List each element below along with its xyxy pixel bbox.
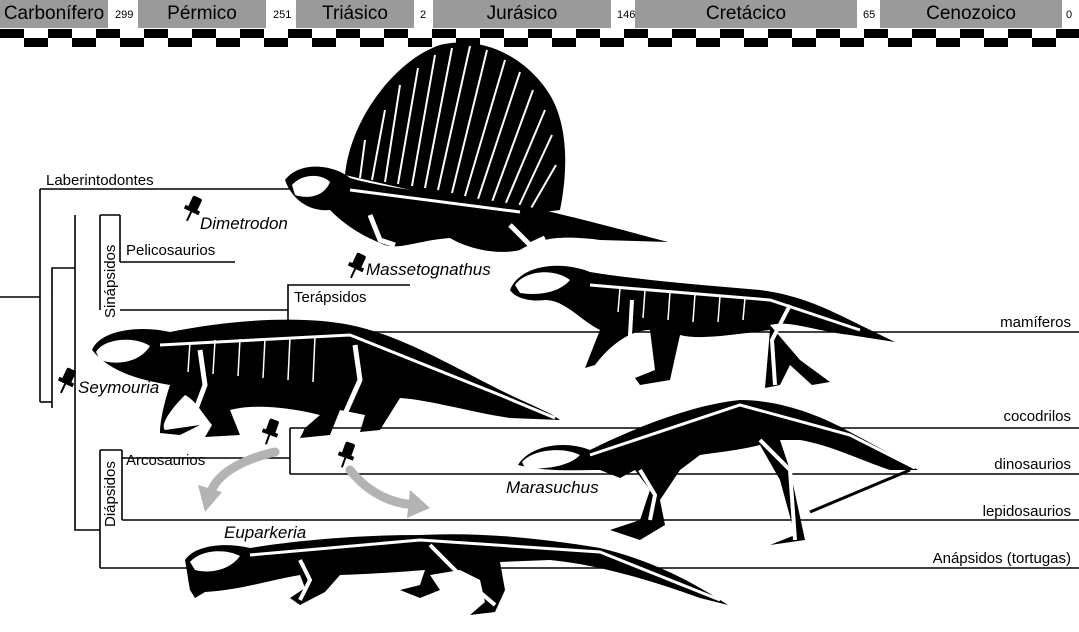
fossil-label-marasuchus: Marasuchus [506, 478, 599, 498]
fossil-label-massetognathus: Massetognathus [366, 260, 491, 280]
checker-cell [840, 38, 864, 47]
checker-cell [120, 38, 144, 47]
checker-cell [696, 38, 720, 47]
checker-cell [312, 38, 336, 47]
checker-cell [528, 29, 552, 38]
checker-cell [432, 29, 456, 38]
checker-cell [552, 38, 576, 47]
marasuchus-skeleton [518, 400, 918, 545]
checker-cell [504, 38, 528, 47]
clade-label-laberintodontes: Laberintodontes [46, 172, 154, 189]
checker-cell [624, 29, 648, 38]
checker-cell [24, 38, 48, 47]
checker-cell [744, 38, 768, 47]
checker-cell [600, 38, 624, 47]
checker-cell [1032, 38, 1056, 47]
checker-cell [936, 38, 960, 47]
checker-cell [960, 29, 984, 38]
clade-label-pelicosaurios: Pelicosaurios [126, 242, 215, 259]
checker-cell [912, 29, 936, 38]
seymouria-skeleton [92, 320, 560, 438]
checker-cell [480, 29, 504, 38]
fossil-label-seymouria: Seymouria [78, 378, 159, 398]
checker-cell [888, 38, 912, 47]
checker-cell [576, 29, 600, 38]
checker-cell [1008, 29, 1032, 38]
terminal-label-anapsidos: Anápsidos (tortugas) [933, 550, 1071, 567]
terminal-label-cocodrilos: cocodrilos [1003, 408, 1071, 425]
clade-label-terapsidos: Terápsidos [294, 289, 367, 306]
checker-cell [816, 29, 840, 38]
checker-cell [216, 38, 240, 47]
checker-cell [96, 29, 120, 38]
checker-cell [240, 29, 264, 38]
checker-strip [0, 28, 1079, 48]
curved-arrow-icon [210, 452, 420, 505]
checker-cell [0, 29, 24, 38]
checker-cell [144, 29, 168, 38]
checker-cell [48, 29, 72, 38]
checker-cell [1056, 29, 1079, 38]
checker-cell [408, 38, 432, 47]
checker-cell [72, 38, 96, 47]
checker-cell [720, 29, 744, 38]
clade-label-diapsidos: Diápsidos [102, 461, 119, 527]
checker-cell [648, 38, 672, 47]
terminal-label-lepidosaurios: lepidosaurios [983, 503, 1071, 520]
checker-cell [384, 29, 408, 38]
checker-cell [792, 38, 816, 47]
fossil-label-dimetrodon: Dimetrodon [200, 214, 288, 234]
dimetrodon-skeleton [285, 42, 668, 251]
terminal-label-dinosaurios: dinosaurios [994, 456, 1071, 473]
terminal-label-mamiferos: mamíferos [1000, 314, 1071, 331]
checker-cell [168, 38, 192, 47]
fossil-label-euparkeria: Euparkeria [224, 523, 306, 543]
checker-cell [864, 29, 888, 38]
checker-cell [264, 38, 288, 47]
checker-cell [336, 29, 360, 38]
checker-cell [768, 29, 792, 38]
checker-cell [192, 29, 216, 38]
massetognathus-skeleton [510, 266, 895, 388]
checker-cell [984, 38, 1008, 47]
checker-cell [360, 38, 384, 47]
clade-label-sinapsidos: Sinápsidos [102, 245, 119, 318]
euparkeria-skeleton [185, 534, 728, 615]
checker-cell [672, 29, 696, 38]
clade-label-arcosaurios: Arcosaurios [126, 452, 205, 469]
checker-cell [288, 29, 312, 38]
